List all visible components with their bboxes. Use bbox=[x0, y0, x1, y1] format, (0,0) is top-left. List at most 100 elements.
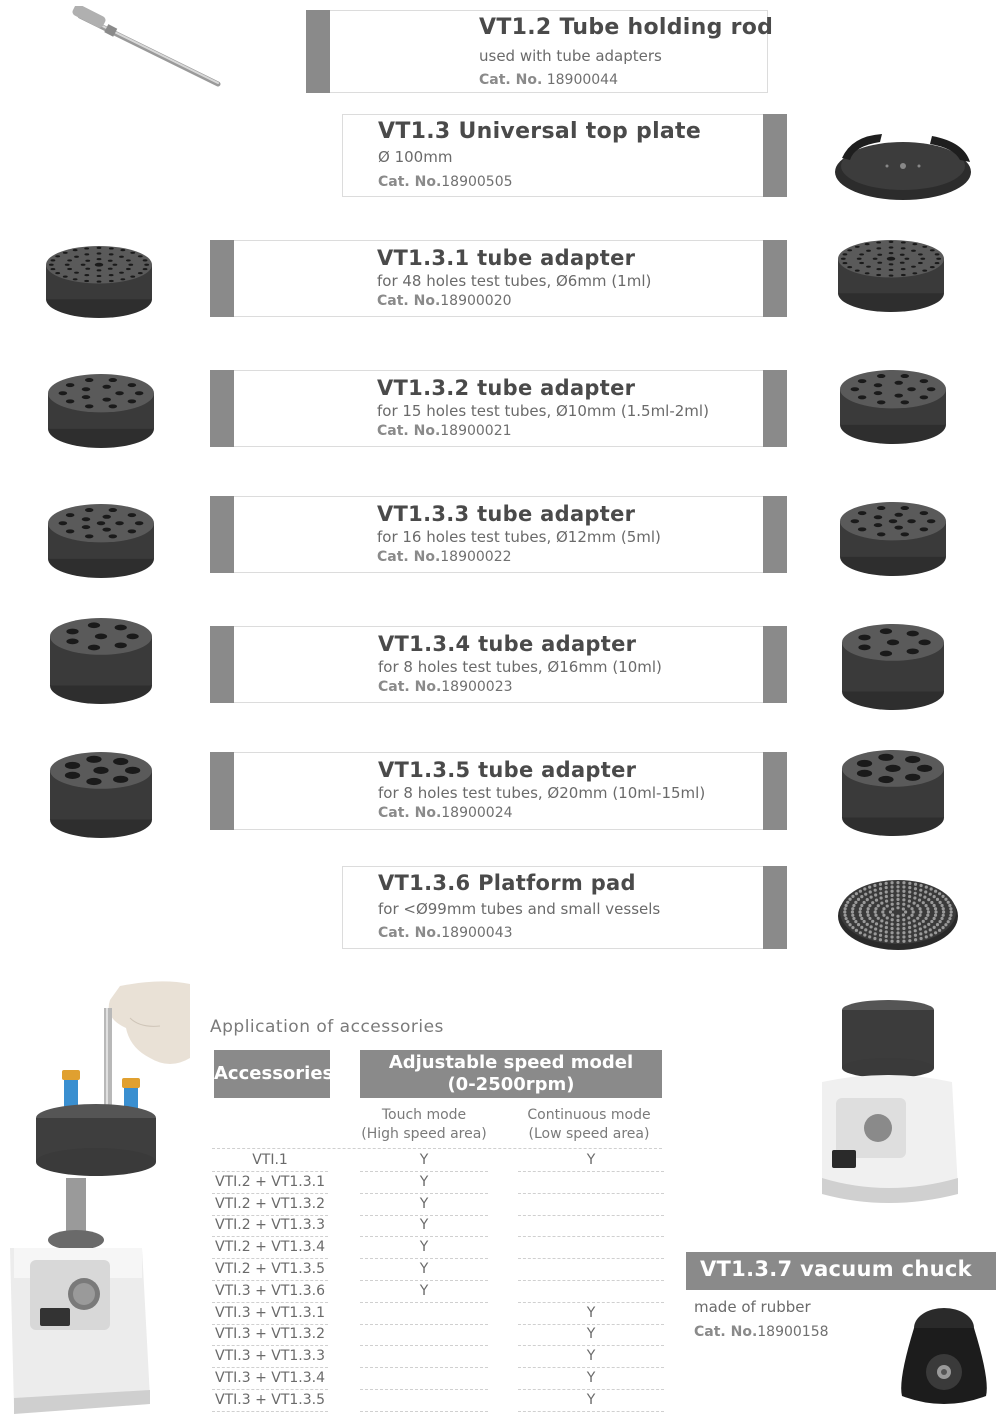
cat-label: Cat. No. bbox=[377, 293, 441, 309]
continuous-mode-cell: Y bbox=[518, 1390, 664, 1412]
continuous-mode-cell bbox=[518, 1259, 664, 1281]
item-cat: Cat. No.18900020 bbox=[377, 293, 512, 309]
vacuum-chuck-cat: Cat. No.18900158 bbox=[694, 1324, 829, 1340]
touch-mode-cell bbox=[360, 1390, 488, 1412]
touch-mode-subheader: Touch mode (High speed area) bbox=[360, 1106, 488, 1144]
item-title: VT1.3.1 tube adapter bbox=[377, 246, 636, 270]
accessories-column-header: Accessories bbox=[214, 1050, 333, 1098]
item-cat: Cat. No.18900022 bbox=[377, 549, 512, 565]
cat-number: 18900022 bbox=[440, 549, 512, 565]
item-card-platform-pad: VT1.3.6 Platform pad for <Ø99mm tubes an… bbox=[342, 866, 787, 949]
cat-label: Cat. No. bbox=[377, 423, 441, 439]
card-accent-bar bbox=[763, 114, 787, 197]
item-cat: Cat. No.18900505 bbox=[378, 174, 513, 190]
card-accent-bar bbox=[763, 752, 787, 830]
item-title: VT1.3.6 Platform pad bbox=[378, 871, 636, 895]
touch-mode-cell: Y bbox=[360, 1172, 488, 1194]
continuous-mode-cell bbox=[518, 1215, 664, 1238]
cat-number: 18900021 bbox=[440, 423, 512, 439]
cat-label: Cat. No. bbox=[694, 1324, 758, 1340]
cat-label: Cat. No. bbox=[378, 805, 442, 821]
table-row: VTI.2 + VT1.3.5 Y bbox=[212, 1259, 664, 1281]
vacuum-chuck-desc: made of rubber bbox=[694, 1298, 811, 1316]
card-accent-bar bbox=[763, 626, 787, 703]
accessory-cell: VTI.3 + VT1.3.1 bbox=[212, 1303, 328, 1325]
cat-label: Cat. No. bbox=[378, 925, 442, 941]
card-accent-bar bbox=[763, 866, 787, 949]
card-accent-bar bbox=[306, 10, 330, 93]
accessory-cell: VTI.3 + VT1.3.6 bbox=[212, 1281, 328, 1303]
continuous-mode-area: (Low speed area) bbox=[528, 1126, 650, 1142]
item-card-tube-adapter-1: VT1.3.1 tube adapter for 48 holes test t… bbox=[210, 240, 787, 317]
card-accent-bar bbox=[210, 370, 234, 447]
table-row: VTI.3 + VT1.3.2 Y bbox=[212, 1324, 664, 1347]
table-row: VTI.3 + VT1.3.1 Y bbox=[212, 1303, 664, 1325]
tube-adapter-15-holes-image-left bbox=[44, 370, 158, 450]
continuous-mode-cell: Y bbox=[518, 1324, 664, 1347]
tube-adapter-8-holes-16mm-image-right bbox=[838, 620, 948, 712]
table-row: VTI.3 + VT1.3.5 Y bbox=[212, 1390, 664, 1412]
accessory-cell: VTI.3 + VT1.3.5 bbox=[212, 1390, 328, 1412]
item-title: VT1.3.2 tube adapter bbox=[377, 376, 636, 400]
tube-adapter-16-holes-image-right bbox=[836, 498, 950, 578]
touch-mode-cell bbox=[360, 1324, 488, 1347]
item-desc: for <Ø99mm tubes and small vessels bbox=[378, 900, 661, 918]
tube-adapter-16-holes-image-left bbox=[44, 500, 158, 580]
touch-mode-cell bbox=[360, 1303, 488, 1325]
item-desc: for 48 holes test tubes, Ø6mm (1ml) bbox=[377, 272, 652, 290]
cat-number: 18900023 bbox=[441, 679, 513, 695]
accessory-cell: VTI.3 + VT1.3.4 bbox=[212, 1368, 328, 1390]
item-desc: for 8 holes test tubes, Ø16mm (10ml) bbox=[378, 658, 662, 676]
card-accent-bar bbox=[210, 626, 234, 703]
item-desc: Ø 100mm bbox=[378, 148, 453, 166]
item-desc: for 15 holes test tubes, Ø10mm (1.5ml-2m… bbox=[377, 402, 709, 420]
cat-number: 18900044 bbox=[542, 72, 618, 88]
item-title: VT1.3 Universal top plate bbox=[378, 119, 702, 144]
cat-label: Cat. No. bbox=[479, 72, 543, 88]
touch-mode-cell: Y bbox=[360, 1194, 488, 1216]
tube-adapter-48-holes-image-right bbox=[834, 236, 948, 314]
universal-top-plate-image bbox=[832, 128, 974, 204]
item-desc: for 16 holes test tubes, Ø12mm (5ml) bbox=[377, 528, 661, 546]
card-accent-bar bbox=[763, 370, 787, 447]
tube-adapter-8-holes-20mm-image-left bbox=[46, 748, 156, 840]
platform-pad-image bbox=[836, 872, 960, 954]
item-card-tube-adapter-2: VT1.3.2 tube adapter for 15 holes test t… bbox=[210, 370, 787, 447]
touch-mode-cell: Y bbox=[360, 1150, 488, 1172]
cat-number: 18900505 bbox=[441, 174, 513, 190]
accessory-cell: VTI.3 + VT1.3.3 bbox=[212, 1346, 328, 1369]
cat-label: Cat. No. bbox=[377, 549, 441, 565]
item-cat: Cat. No.18900024 bbox=[378, 805, 513, 821]
accessory-cell: VTI.3 + VT1.3.2 bbox=[212, 1324, 328, 1347]
item-cat: Cat. No. 18900044 bbox=[479, 72, 618, 88]
touch-mode-cell: Y bbox=[360, 1259, 488, 1281]
vacuum-chuck-title: VT1.3.7 vacuum chuck bbox=[700, 1257, 972, 1281]
accessory-cell: VTI.2 + VT1.3.5 bbox=[212, 1259, 328, 1281]
cat-label: Cat. No. bbox=[378, 174, 442, 190]
item-card-tube-adapter-3: VT1.3.3 tube adapter for 16 holes test t… bbox=[210, 496, 787, 573]
item-cat: Cat. No.18900043 bbox=[378, 925, 513, 941]
vortex-mixer-with-tube-adapter-image bbox=[0, 978, 196, 1418]
continuous-mode-label: Continuous mode bbox=[527, 1107, 651, 1123]
continuous-mode-cell bbox=[518, 1281, 664, 1303]
item-desc: for 8 holes test tubes, Ø20mm (10ml-15ml… bbox=[378, 784, 706, 802]
touch-mode-cell: Y bbox=[360, 1215, 488, 1238]
continuous-mode-cell: Y bbox=[518, 1303, 664, 1325]
table-row: VTI.3 + VT1.3.6 Y bbox=[212, 1281, 664, 1303]
application-heading: Application of accessories bbox=[210, 1017, 444, 1037]
item-title: VT1.3.4 tube adapter bbox=[378, 632, 637, 656]
item-card-tube-holding-rod: VT1.2 Tube holding rod used with tube ad… bbox=[306, 10, 773, 93]
touch-mode-cell: Y bbox=[360, 1237, 488, 1260]
item-title: VT1.3.5 tube adapter bbox=[378, 758, 637, 782]
touch-mode-cell: Y bbox=[360, 1281, 488, 1303]
vacuum-chuck-image bbox=[888, 1300, 1000, 1410]
accessory-cell: VTI.2 + VT1.3.1 bbox=[212, 1172, 328, 1194]
card-accent-bar bbox=[210, 752, 234, 830]
continuous-mode-cell bbox=[518, 1194, 664, 1216]
vacuum-chuck-title-bar: VT1.3.7 vacuum chuck bbox=[686, 1252, 996, 1290]
item-card-universal-top-plate: VT1.3 Universal top plate Ø 100mm Cat. N… bbox=[342, 114, 787, 197]
touch-mode-cell bbox=[360, 1346, 488, 1369]
